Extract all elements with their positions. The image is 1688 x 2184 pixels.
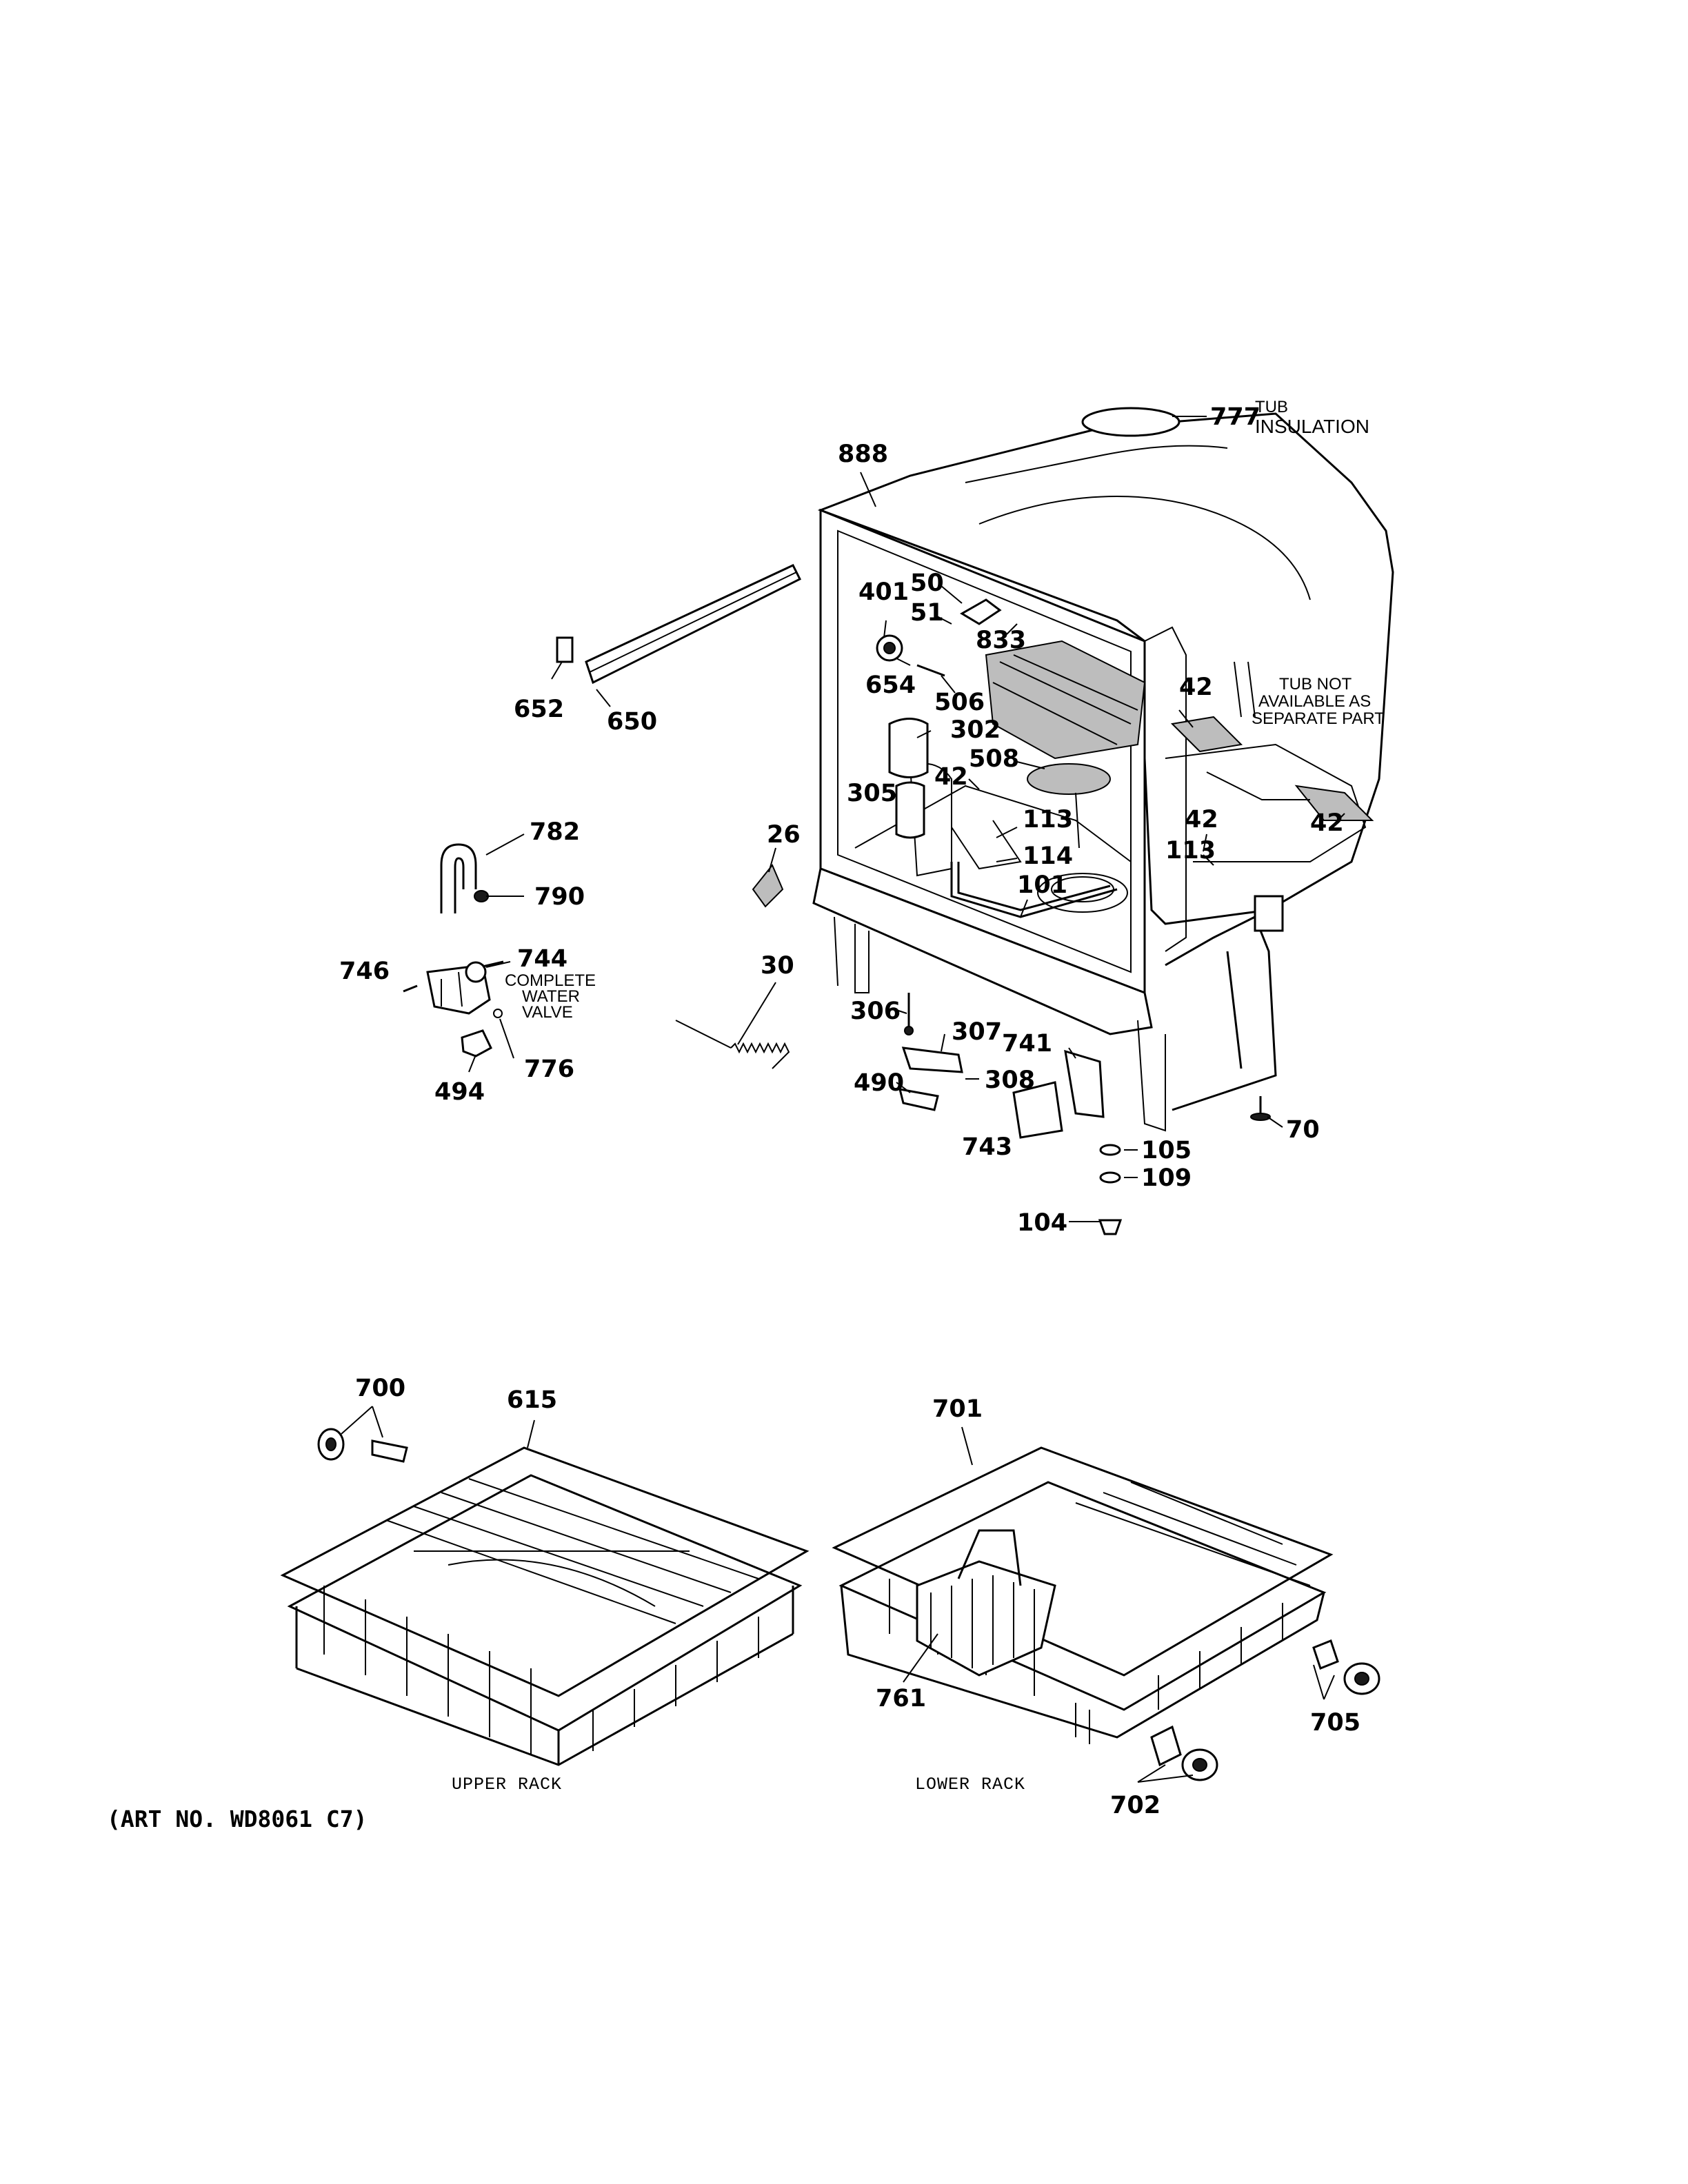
rack-roller-705 (1312, 1639, 1380, 1695)
bi-metal-302 (888, 718, 929, 778)
note-tub-not-line2: AVAILABLE AS (1258, 692, 1371, 711)
caption-upper-rack: UPPER RACK (452, 1775, 562, 1794)
label-490: 490 (854, 1069, 904, 1097)
art-number: (ART NO. WD8061 C7) (107, 1806, 368, 1832)
label-761: 761 (876, 1685, 926, 1712)
label-30: 30 (761, 952, 794, 980)
label-42-c: 42 (1185, 806, 1218, 833)
screw-506 (916, 664, 945, 677)
bracket-494 (461, 1029, 492, 1058)
label-650: 650 (607, 708, 657, 736)
label-307: 307 (952, 1018, 1002, 1046)
label-743: 743 (962, 1133, 1012, 1161)
nut-109 (1099, 1171, 1121, 1184)
leveling-leg-70 (1250, 1096, 1271, 1121)
water-valve-744 (426, 960, 504, 1015)
label-42-d: 42 (1310, 809, 1344, 837)
part-labels: 777 TUB INSULATION 888 401 50 51 833 654… (339, 398, 1385, 1819)
label-401: 401 (858, 578, 909, 606)
note-valve-line1: COMPLETE (505, 971, 596, 990)
label-654: 654 (865, 671, 916, 699)
relay-743 (1012, 1081, 1063, 1139)
bi-metal-305 (895, 781, 925, 839)
caption-lower-rack: LOWER RACK (915, 1775, 1025, 1794)
label-306: 306 (850, 998, 901, 1025)
label-790: 790 (534, 883, 585, 911)
spring-30 (675, 1020, 790, 1069)
label-888: 888 (838, 441, 888, 468)
note-tub-insulation-line2: INSULATION (1255, 416, 1369, 437)
label-42-a: 42 (934, 763, 968, 791)
leader-lines (341, 416, 1345, 1783)
label-777: 777 (1210, 403, 1260, 431)
label-776: 776 (524, 1055, 574, 1083)
bracket-741 (1064, 1049, 1105, 1118)
label-50: 50 (910, 569, 944, 597)
note-tub-not-line1: TUB NOT (1279, 675, 1352, 694)
label-701: 701 (932, 1395, 983, 1423)
label-782: 782 (530, 818, 580, 846)
label-113-a: 113 (1023, 806, 1073, 833)
note-tub-insulation-line1: TUB (1255, 398, 1288, 416)
foot-104 (1098, 1219, 1123, 1235)
note-valve-line2: WATER (522, 987, 580, 1006)
label-104: 104 (1017, 1209, 1067, 1237)
label-744: 744 (517, 945, 567, 973)
note-tub-not-line3: SEPARATE PART (1252, 709, 1385, 728)
drain-hose-782 (440, 843, 477, 913)
label-109: 109 (1141, 1164, 1192, 1192)
label-113-b: 113 (1165, 837, 1216, 865)
rack-roller-702 (1150, 1725, 1218, 1781)
label-26: 26 (767, 821, 801, 849)
upper-rack (280, 1446, 810, 1766)
label-494: 494 (434, 1078, 485, 1106)
label-652: 652 (514, 696, 564, 723)
label-700: 700 (355, 1375, 405, 1402)
silverware-basket-761 (916, 1529, 1056, 1677)
label-70: 70 (1286, 1116, 1320, 1144)
label-508: 508 (969, 745, 1019, 773)
tub-assembly (812, 407, 1394, 1132)
screw-306 (904, 993, 914, 1035)
rack-roller-700 (317, 1428, 408, 1463)
note-valve-line3: VALVE (522, 1003, 573, 1022)
label-42-b: 42 (1179, 674, 1213, 701)
screw-746 (403, 984, 418, 993)
label-105: 105 (1141, 1137, 1192, 1164)
label-741: 741 (1002, 1030, 1052, 1058)
label-302: 302 (950, 716, 1001, 744)
label-746: 746 (339, 958, 390, 985)
label-506: 506 (934, 689, 985, 716)
washer-105 (1099, 1144, 1121, 1156)
captions: UPPER RACK LOWER RACK (ART NO. WD8061 C7… (107, 1775, 1025, 1832)
clip-776 (493, 1009, 503, 1018)
detergent-cup-50 (960, 598, 1002, 625)
dispenser-lid-654 (876, 634, 903, 662)
label-51: 51 (910, 599, 944, 627)
switch-490 (898, 1088, 939, 1111)
hinge-26 (752, 864, 784, 908)
label-101: 101 (1017, 871, 1067, 899)
label-308: 308 (985, 1066, 1035, 1094)
label-833: 833 (976, 627, 1026, 654)
label-615: 615 (507, 1386, 557, 1414)
strike-652 (556, 636, 574, 663)
label-305: 305 (847, 780, 897, 807)
label-114: 114 (1023, 842, 1073, 870)
label-705: 705 (1310, 1709, 1360, 1737)
label-702: 702 (1110, 1792, 1160, 1819)
switch-307 (901, 1046, 963, 1073)
door-gasket-650 (585, 564, 802, 685)
